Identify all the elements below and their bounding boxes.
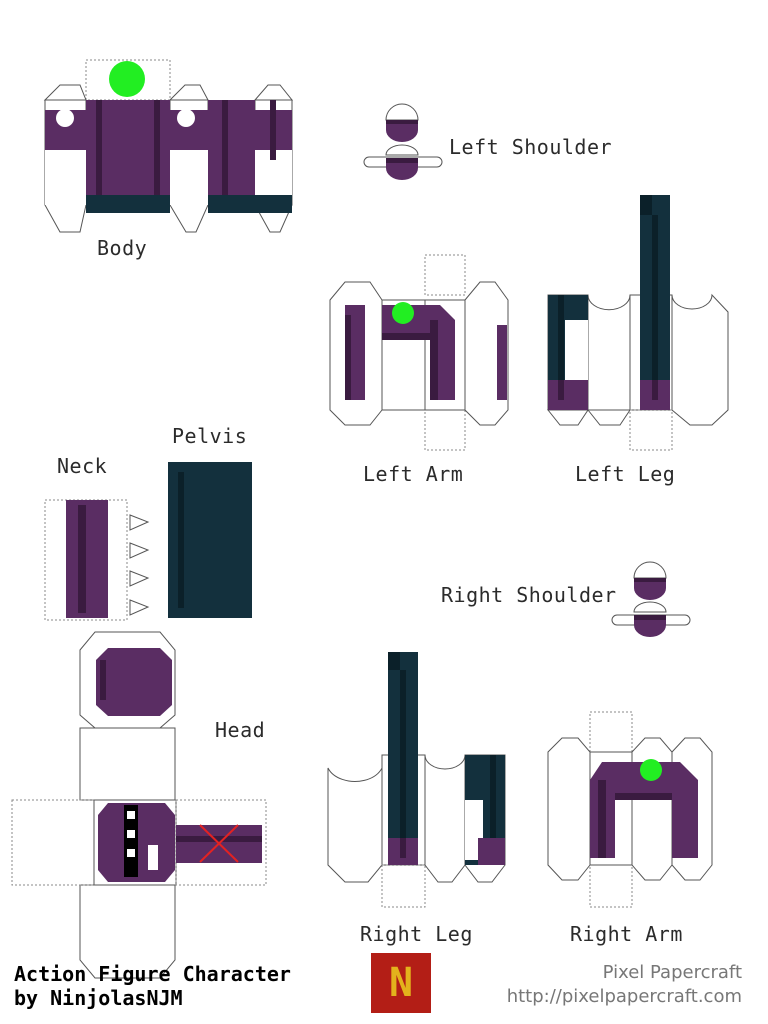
left-arm-green-dot: [392, 302, 414, 324]
right-leg-piece: [327, 652, 506, 908]
label-right-shoulder: Right Shoulder: [441, 583, 617, 607]
left-arm-piece: [329, 254, 509, 451]
site-name: Pixel Papercraft: [602, 962, 742, 983]
label-right-arm: Right Arm: [570, 922, 683, 946]
pixel-papercraft-logo-icon: N: [371, 953, 431, 1013]
label-head: Head: [215, 718, 266, 742]
neck-piece: [44, 499, 150, 621]
left-leg-piece: [546, 195, 729, 451]
label-pelvis: Pelvis: [172, 424, 248, 448]
left-shoulder-piece: [363, 103, 443, 180]
label-neck: Neck: [57, 454, 108, 478]
head-piece: [11, 631, 267, 979]
body-piece: [43, 59, 294, 233]
right-arm-green-dot: [640, 759, 662, 781]
label-left-shoulder: Left Shoulder: [449, 135, 613, 159]
label-left-arm: Left Arm: [363, 462, 464, 486]
logo-glyph: N: [388, 960, 414, 1006]
credit-title: Action Figure Character: [14, 962, 291, 986]
label-body: Body: [97, 236, 148, 260]
site-url[interactable]: http://pixelpapercraft.com: [506, 986, 742, 1007]
body-green-dot: [109, 61, 145, 97]
label-left-leg: Left Leg: [575, 462, 676, 486]
credit-author: by NinjolasNJM: [14, 986, 183, 1010]
right-arm-piece: [547, 711, 713, 908]
pelvis-piece: [168, 462, 252, 618]
right-shoulder-piece: [611, 561, 691, 637]
label-right-leg: Right Leg: [360, 922, 473, 946]
